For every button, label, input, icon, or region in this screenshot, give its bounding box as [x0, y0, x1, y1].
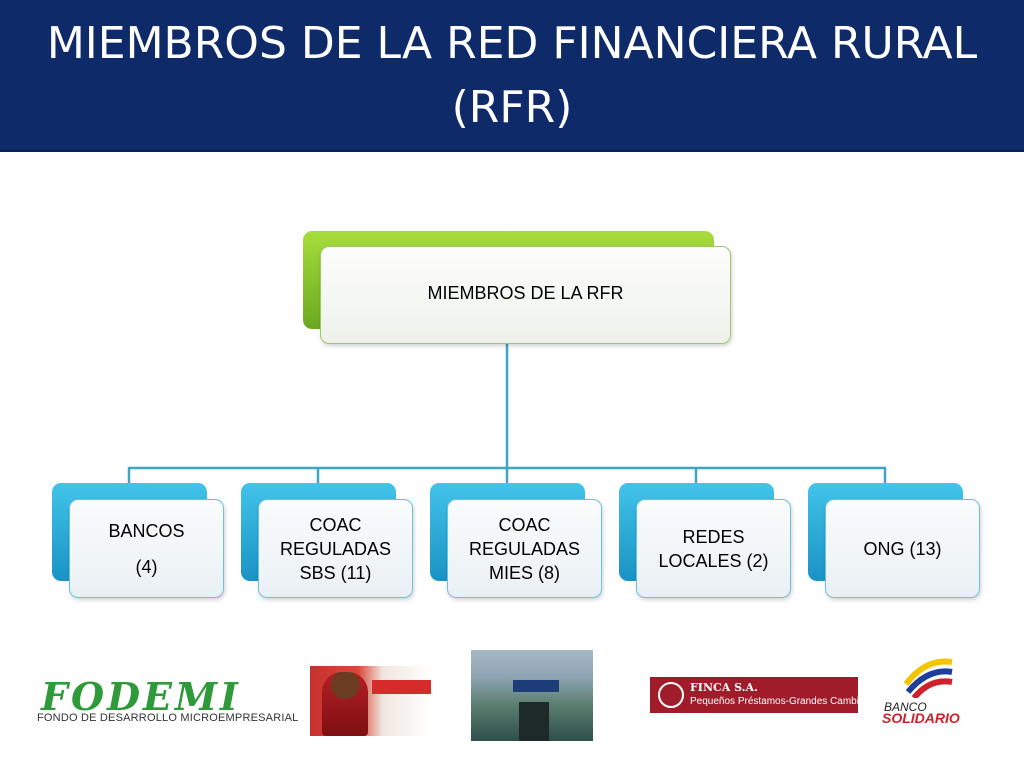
- slide-title: MIEMBROS DE LA RED FINANCIERA RURAL (RFR…: [46, 18, 978, 133]
- child-node-redes: REDES LOCALES (2): [636, 499, 791, 598]
- child-node-ong: ONG (13): [825, 499, 980, 598]
- child-label-line: REGULADAS: [279, 538, 392, 559]
- fodemi-wordmark: FODEMI: [41, 674, 241, 719]
- child-label-line: REDES: [682, 526, 745, 547]
- banco-solidario-logo: BANCO SOLIDARIO: [878, 648, 982, 728]
- finca-emblem-icon: [658, 682, 684, 708]
- finca-tagline: Pequeños Préstamos-Grandes Cambios: [690, 696, 870, 707]
- child-label-line: MIES (8): [488, 562, 560, 583]
- fodemi-subtitle: FONDO DE DESARROLLO MICROEMPRESARIAL: [37, 712, 299, 724]
- child-label-line: SBS (11): [299, 562, 372, 583]
- child-label-line: BANCOS: [108, 520, 185, 541]
- solidario-swoosh-icon: [903, 658, 953, 698]
- child-node-coac-mies: COAC REGULADAS MIES (8): [447, 499, 602, 598]
- child-label-line: ONG (13): [863, 538, 942, 559]
- child-node-bancos: BANCOS (4): [69, 499, 224, 598]
- child-label-line: LOCALES (2): [658, 550, 769, 571]
- root-node-label: MIEMBROS DE LA RFR: [427, 283, 624, 303]
- storefront-sign: [513, 680, 559, 692]
- storefront-sign: [372, 680, 431, 694]
- person-figure: [322, 672, 368, 736]
- fodemi-logo: FODEMI FONDO DE DESARROLLO MICROEMPRESAR…: [37, 674, 298, 726]
- child-label-line: (4): [135, 556, 158, 577]
- child-node-coac-sbs: COAC REGULADAS SBS (11): [258, 499, 413, 598]
- finca-logo: FINCA S.A. Pequeños Préstamos-Grandes Ca…: [650, 677, 870, 713]
- root-node: MIEMBROS DE LA RFR: [320, 246, 731, 344]
- cooperative-photo-1: [310, 666, 431, 736]
- storefront-door: [519, 702, 549, 741]
- solidario-line1: BANCO: [884, 700, 927, 714]
- child-label-line: COAC: [309, 514, 362, 535]
- title-bar: MIEMBROS DE LA RED FINANCIERA RURAL (RFR…: [0, 0, 1024, 152]
- cooperative-photo-2: [471, 650, 593, 741]
- finca-name: FINCA S.A.: [690, 681, 758, 694]
- child-label-line: COAC: [498, 514, 551, 535]
- child-label-line: REGULADAS: [468, 538, 581, 559]
- solidario-line2: SOLIDARIO: [882, 710, 960, 726]
